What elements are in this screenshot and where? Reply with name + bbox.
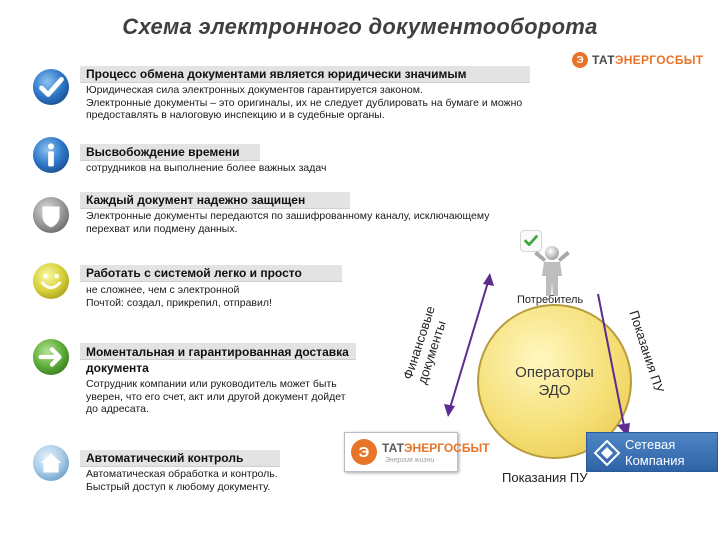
benefit-description: Автоматическая обработка и контроль. Быс… (86, 468, 278, 493)
home-icon (32, 444, 70, 482)
checkmark-icon (32, 68, 70, 106)
benefit-heading: Работать с системой легко и просто (86, 266, 302, 280)
benefit-heading: Процесс обмена документами является юрид… (86, 67, 467, 81)
brand-slogan: Энергия жизни (385, 457, 435, 464)
network-company-emblem-icon (593, 439, 621, 467)
arrow-right-icon (32, 338, 70, 376)
edo-operators-label: Операторы ЭДО (515, 364, 594, 399)
benefit-description: Электронные документы передаются по заши… (86, 210, 490, 235)
brand-wordmark: ТАТЭНЕРГОСБЫТ (382, 441, 490, 455)
info-icon (32, 136, 70, 174)
benefit-heading: Автоматический контроль (86, 451, 244, 465)
benefit-heading: Моментальная и гарантированная доставка … (86, 345, 349, 375)
meter-readings-arrow (597, 293, 630, 437)
benefit-description: Сотрудник компании или руководитель може… (86, 378, 346, 415)
shield-icon (32, 196, 70, 234)
section-banner (80, 343, 356, 360)
section-banner (80, 265, 342, 282)
network-company-line2: Компания (625, 453, 685, 468)
benefit-heading: Каждый документ надежно защищен (86, 193, 306, 207)
financial-docs-arrow (444, 273, 494, 417)
section-banner (80, 192, 350, 209)
consumer-label: Потребитель (517, 294, 584, 306)
meter-readings-label: Показания ПУ (502, 470, 588, 485)
smiley-icon (32, 262, 70, 300)
benefit-description: не сложнее, чем с электронной Почтой: со… (86, 284, 272, 309)
tatenergosbyt-logo: Э ТАТЭНЕРГОСБЫТ Энергия жизни (344, 432, 490, 472)
brand-disc-icon: Э (572, 52, 588, 68)
benefit-heading: Высвобождение времени (86, 145, 240, 159)
section-banner (80, 66, 530, 83)
check-badge-icon (520, 230, 542, 252)
network-company-logo: Сетевая Компания (586, 432, 718, 472)
section-banner (80, 450, 280, 467)
tatenergosbyt-logo-header: Э ТАТЭНЕРГОСБЫТ (572, 52, 703, 68)
benefit-description: Юридическая сила электронных документов … (86, 84, 523, 121)
page-title: Схема электронного документооборота (122, 14, 598, 39)
consumer-figure-icon (534, 246, 570, 296)
brand-disc-icon: Э (351, 439, 377, 465)
network-company-line1: Сетевая (625, 437, 676, 452)
brand-wordmark: ТАТЭНЕРГОСБЫТ (592, 53, 704, 67)
section-banner (80, 144, 260, 161)
benefit-description: сотрудников на выполнение более важных з… (86, 162, 327, 174)
